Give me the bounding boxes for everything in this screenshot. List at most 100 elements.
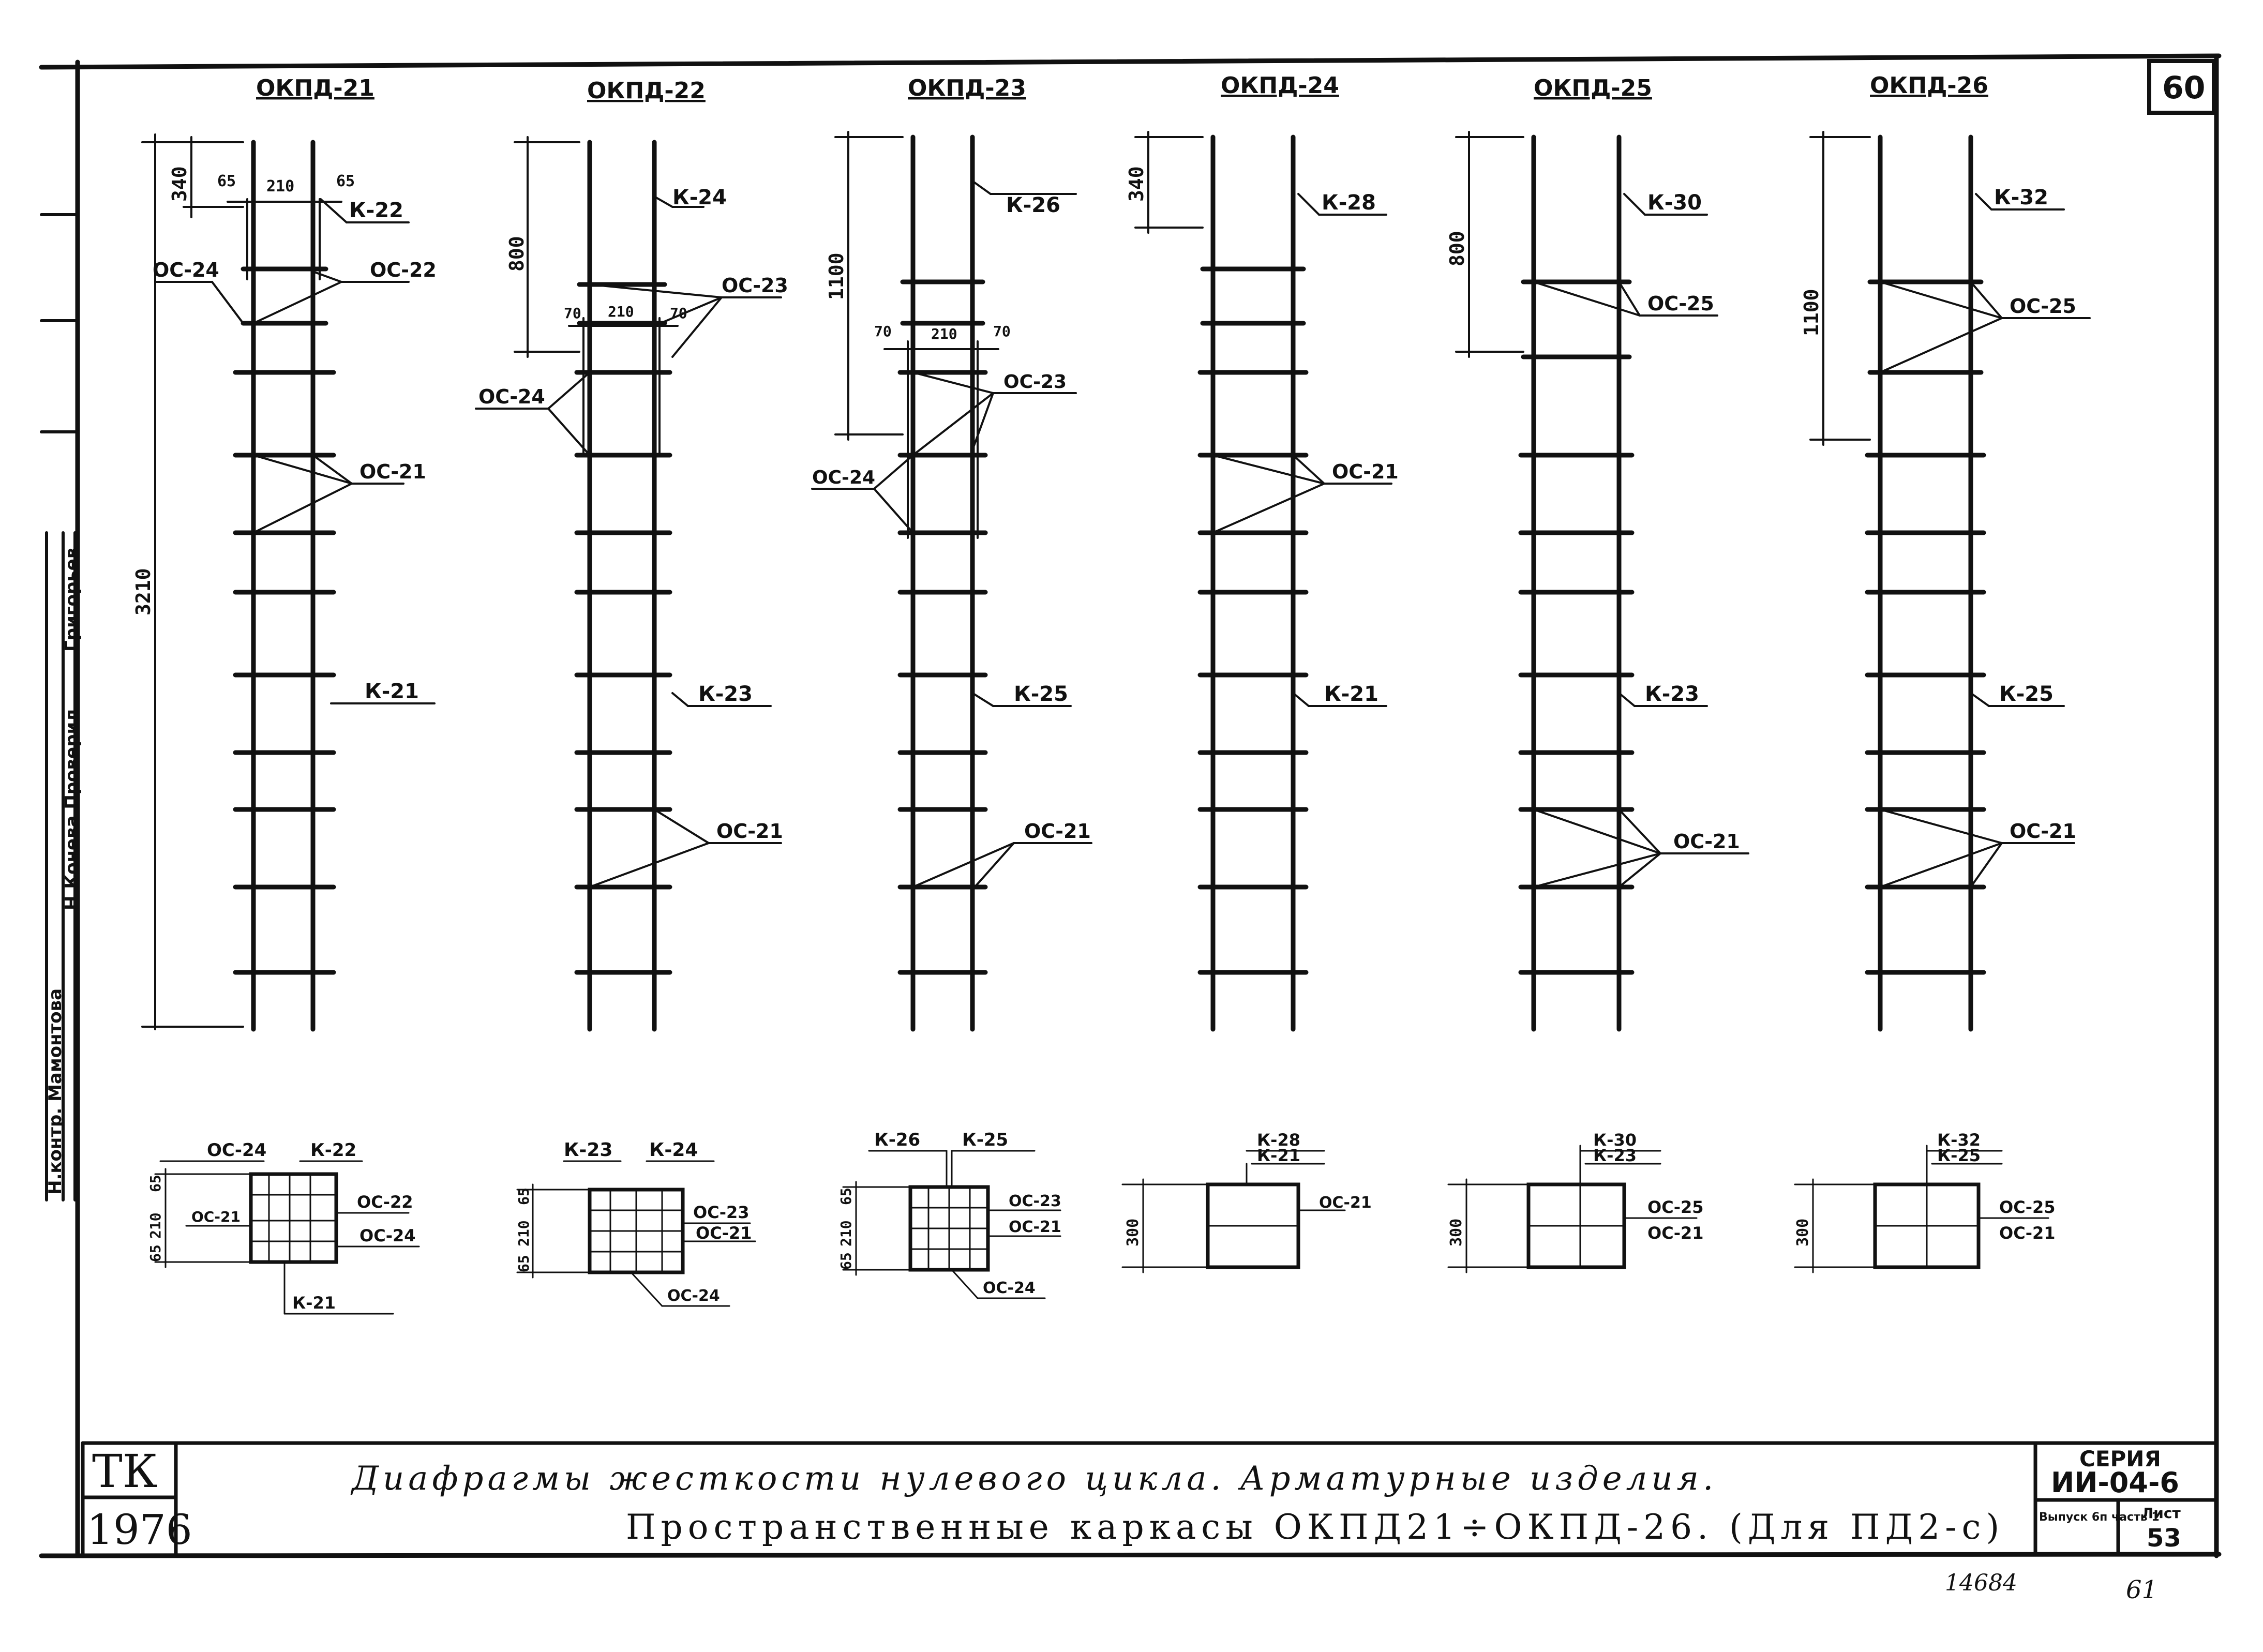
label-mid-oc: ОС-21 xyxy=(359,460,426,483)
dim-total: 3210 xyxy=(132,568,155,615)
label-mid-k: К-23 xyxy=(1645,682,1699,706)
sec-dim-a: 65 xyxy=(515,1188,532,1205)
label-mid-oc: ОС-21 xyxy=(1332,460,1399,483)
label-top-k: К-26 xyxy=(1006,193,1060,217)
dim-side-c: 65 xyxy=(336,172,355,190)
sec-dim-c: 65 xyxy=(837,1252,855,1270)
label-mid-k: К-21 xyxy=(365,680,419,703)
sheet-value: 53 xyxy=(2147,1524,2181,1553)
sec-bottom: К-21 xyxy=(292,1293,336,1313)
sec-inner: ОС-21 xyxy=(191,1208,241,1225)
dim-top: 800 xyxy=(1446,231,1468,266)
frame-title: ОКПД-23 xyxy=(908,75,1026,101)
label-top-k: К-28 xyxy=(1322,191,1376,215)
label-left-oc: ОС-24 xyxy=(812,467,875,488)
sec-right-2: ОС-21 xyxy=(696,1223,752,1243)
sec-k1: К-30 xyxy=(1593,1130,1637,1150)
label-top-k: К-22 xyxy=(349,199,403,222)
frame-title: ОКПД-26 xyxy=(1870,72,1988,99)
issue-label: Выпуск 6п часть 1 xyxy=(2039,1511,2160,1524)
sec-right-2: ОС-21 xyxy=(1647,1223,1704,1243)
sec-top-right: К-22 xyxy=(310,1140,356,1161)
year-label: 1976 xyxy=(87,1506,192,1554)
sec-dim-a: 65 xyxy=(147,1175,164,1192)
label-right-oc: ОС-22 xyxy=(370,259,437,281)
sec-dim-c: 65 xyxy=(515,1255,532,1272)
sheet-border xyxy=(39,53,2222,1558)
sec-top-right: К-25 xyxy=(962,1130,1008,1150)
sec-right-1: ОС-25 xyxy=(1647,1197,1704,1217)
inv-number: 14684 xyxy=(1945,1570,2017,1596)
label-top-k: К-32 xyxy=(1994,186,2048,209)
title-line-1: Диафрагмы жесткости нулевого цикла. Арма… xyxy=(350,1460,1717,1498)
title-block: ТК 1976 Диафрагмы жесткости нулевого цик… xyxy=(81,1441,2219,1604)
label-left-oc: ОС-24 xyxy=(478,385,545,408)
frame-title: ОКПД-24 xyxy=(1221,72,1339,99)
dim-top: 340 xyxy=(168,166,191,202)
label-top-oc: ОС-25 xyxy=(2010,295,2076,318)
dim-side-a: 70 xyxy=(564,305,581,322)
label-low-oc: ОС-21 xyxy=(1024,820,1091,843)
side-stamp-row2: Н.Конева Проверил xyxy=(62,709,82,910)
label-right-oc: ОС-23 xyxy=(1003,371,1067,393)
sec-top-left: К-23 xyxy=(564,1139,612,1161)
dim-top: 1100 xyxy=(825,252,848,300)
sheet-number-box: 60 xyxy=(2147,59,2216,115)
sec-right-1: ОС-23 xyxy=(693,1203,750,1222)
frame-okpd-21: ОКПД-21 xyxy=(132,75,437,1315)
frame-okpd-25: ОКПД-25 800 К-30 ОС-25 К-23 xyxy=(1446,75,1749,1273)
sec-top-left: ОС-24 xyxy=(207,1140,266,1161)
frame-title: ОКПД-25 xyxy=(1534,75,1652,101)
title-line-2: Пространственные каркасы ОКПД21÷ОКПД-26.… xyxy=(626,1507,2004,1547)
label-mid-k: К-25 xyxy=(1014,682,1068,706)
label-mid-k: К-21 xyxy=(1324,682,1378,706)
sec-k1: К-28 xyxy=(1257,1130,1300,1150)
sec-right-2: ОС-24 xyxy=(359,1226,416,1245)
sec-k1: К-32 xyxy=(1937,1130,1981,1150)
sec-right-2: ОС-21 xyxy=(1009,1218,1061,1236)
sec-dim-b: 210 xyxy=(837,1220,855,1246)
frame-okpd-22: ОКПД-22 800 xyxy=(475,78,788,1307)
sec-k2: К-23 xyxy=(1593,1146,1637,1165)
sec-top-right: К-24 xyxy=(649,1139,698,1161)
sec-bottom: ОС-24 xyxy=(667,1287,720,1305)
frame-title: ОКПД-21 xyxy=(256,75,374,101)
sec-right-1: ОС-25 xyxy=(1999,1197,2056,1217)
sec-right-1: ОС-23 xyxy=(1009,1192,1061,1210)
frame-okpd-26: ОКПД-26 1100 К-32 ОС-25 К-25 xyxy=(1794,72,2091,1273)
sec-right-2: ОС-21 xyxy=(1999,1223,2056,1243)
sheet-number: 60 xyxy=(2162,70,2206,106)
dim-side-a: 65 xyxy=(217,172,236,190)
sec-dim-a: 65 xyxy=(837,1188,855,1205)
frame-title: ОКПД-22 xyxy=(587,78,706,104)
side-stamp-row1: Н.контр. Мамонтова xyxy=(45,988,66,1195)
sec-bottom: ОС-24 xyxy=(983,1279,1036,1297)
dim-side-c: 70 xyxy=(670,305,687,322)
sec-top-left: К-26 xyxy=(874,1130,920,1150)
side-stamp-row3: Григорьев xyxy=(62,548,82,652)
label-top-oc: ОС-25 xyxy=(1647,292,1714,315)
side-stamp: Н.контр. Мамонтова Н.Конева Проверил Гри… xyxy=(40,213,82,1202)
label-mid-k: К-25 xyxy=(1999,682,2054,706)
sec-k2: К-21 xyxy=(1257,1146,1300,1165)
sec-dim: 300 xyxy=(1794,1219,1812,1246)
dim-side-c: 70 xyxy=(993,323,1011,340)
dim-side-b: 210 xyxy=(931,325,957,342)
dim-top: 340 xyxy=(1125,166,1148,202)
label-left-oc: ОС-24 xyxy=(153,259,219,281)
dim-side-b: 210 xyxy=(608,303,634,320)
frame-okpd-24: ОКПД-24 340 К-28 ОС-21 К-21 xyxy=(1121,72,1399,1273)
label-mid-k: К-23 xyxy=(698,682,753,706)
label-low-oc: ОС-21 xyxy=(716,820,783,843)
dim-side-b: 210 xyxy=(266,177,294,196)
tk-label: ТК xyxy=(92,1445,158,1498)
label-right-oc: ОС-23 xyxy=(722,274,788,297)
sec-dim: 300 xyxy=(1124,1219,1142,1246)
dim-side-a: 70 xyxy=(874,323,892,340)
dim-top: 800 xyxy=(505,236,528,272)
series-label: СЕРИЯ xyxy=(2079,1446,2161,1471)
sec-dim-c: 65 xyxy=(147,1244,164,1262)
sec-dim: 300 xyxy=(1447,1219,1465,1246)
sec-dim-b: 210 xyxy=(147,1212,164,1239)
